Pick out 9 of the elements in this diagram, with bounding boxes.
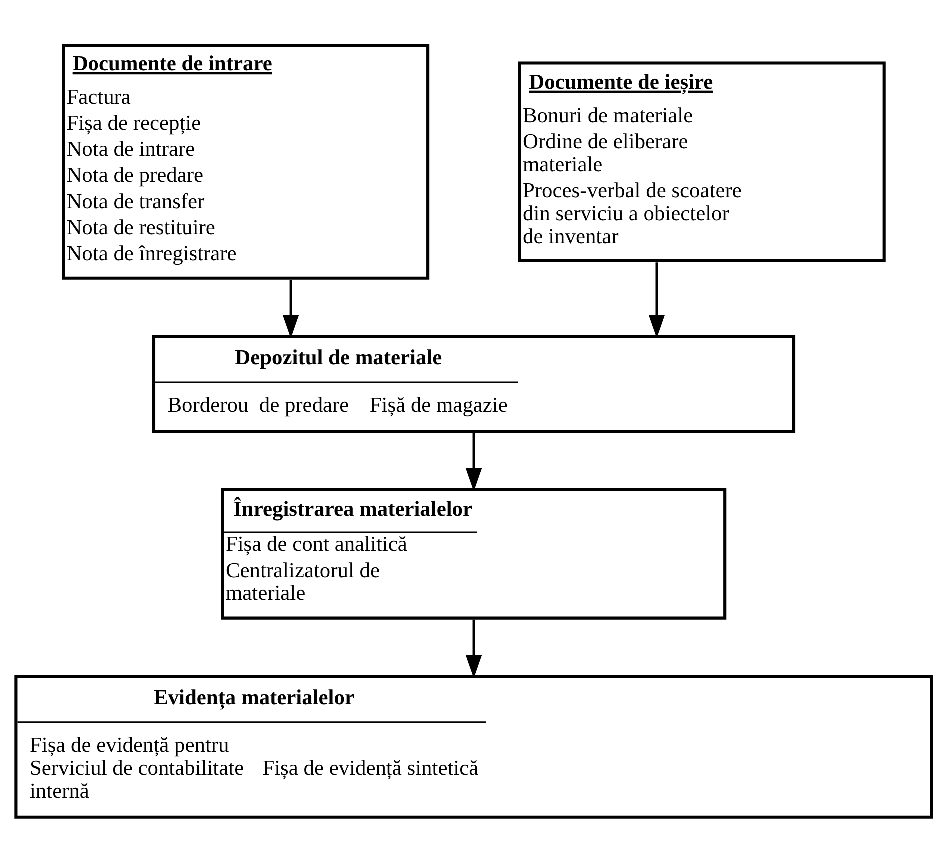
arrow: [648, 262, 666, 338]
node-box: Înregistrarea materialelor Fișa de cont analitică Centralizatorul de materiale: [221, 488, 727, 620]
node-box: Documente de intrare Factura Fișa de recepție Nota de intrare Nota de predare Nota de transfer Nota de restituire Nota de înregistrare: [62, 44, 430, 280]
node-box: Depozitul de materiale Borderou de predare Fișă de magazie: [152, 334, 796, 433]
arrow: [466, 432, 482, 492]
node-box: Documente de ieșire Bonuri de materiale Ordine de eliberare materiale Proces-verbal de scoatere din serviciu a obiectelor de inventar: [518, 61, 886, 262]
arrow: [466, 619, 482, 678]
arrow: [282, 280, 300, 338]
node-box: Evidența materialelor Fișa de evidență pentru Serviciul de contabilitate internă Fișa de evidență sintetică: [14, 674, 934, 818]
